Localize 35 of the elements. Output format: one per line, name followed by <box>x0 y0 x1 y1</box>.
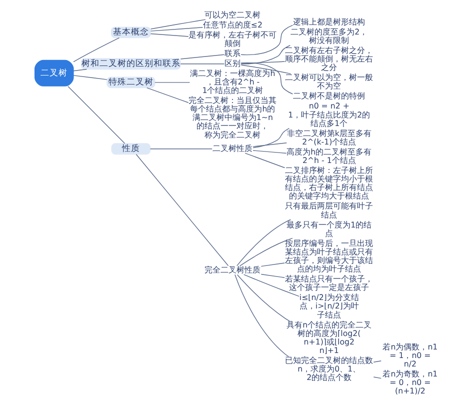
connector <box>234 274 289 357</box>
connector <box>243 274 300 297</box>
connector <box>154 82 190 83</box>
connector <box>150 19 206 30</box>
connector <box>68 86 126 144</box>
connector <box>260 274 285 278</box>
connector <box>244 152 286 168</box>
connector <box>373 376 382 379</box>
node-box: 基本概念 <box>110 26 151 38</box>
connector <box>252 142 287 147</box>
connector <box>73 75 108 80</box>
connector <box>150 148 212 150</box>
connector <box>240 61 286 64</box>
connector <box>252 128 290 148</box>
connector <box>136 154 229 266</box>
node-box: 特殊二叉树 <box>106 76 156 88</box>
connector <box>146 88 189 103</box>
connector <box>240 64 292 74</box>
connector <box>240 45 290 64</box>
connector <box>180 54 225 60</box>
node-box: 性质 <box>111 143 151 155</box>
connector <box>240 62 293 94</box>
connector <box>236 274 290 322</box>
connector <box>236 219 291 266</box>
connector <box>73 68 88 72</box>
node-box: 树和二叉树的区别和联系 <box>80 58 181 70</box>
connector <box>73 37 120 62</box>
node-box: 二叉树 <box>34 60 74 86</box>
connector <box>260 262 285 267</box>
connector <box>373 360 382 362</box>
connector <box>150 27 204 32</box>
connector <box>252 150 287 154</box>
connector <box>240 24 294 56</box>
connector <box>150 33 189 37</box>
connector <box>239 238 293 266</box>
